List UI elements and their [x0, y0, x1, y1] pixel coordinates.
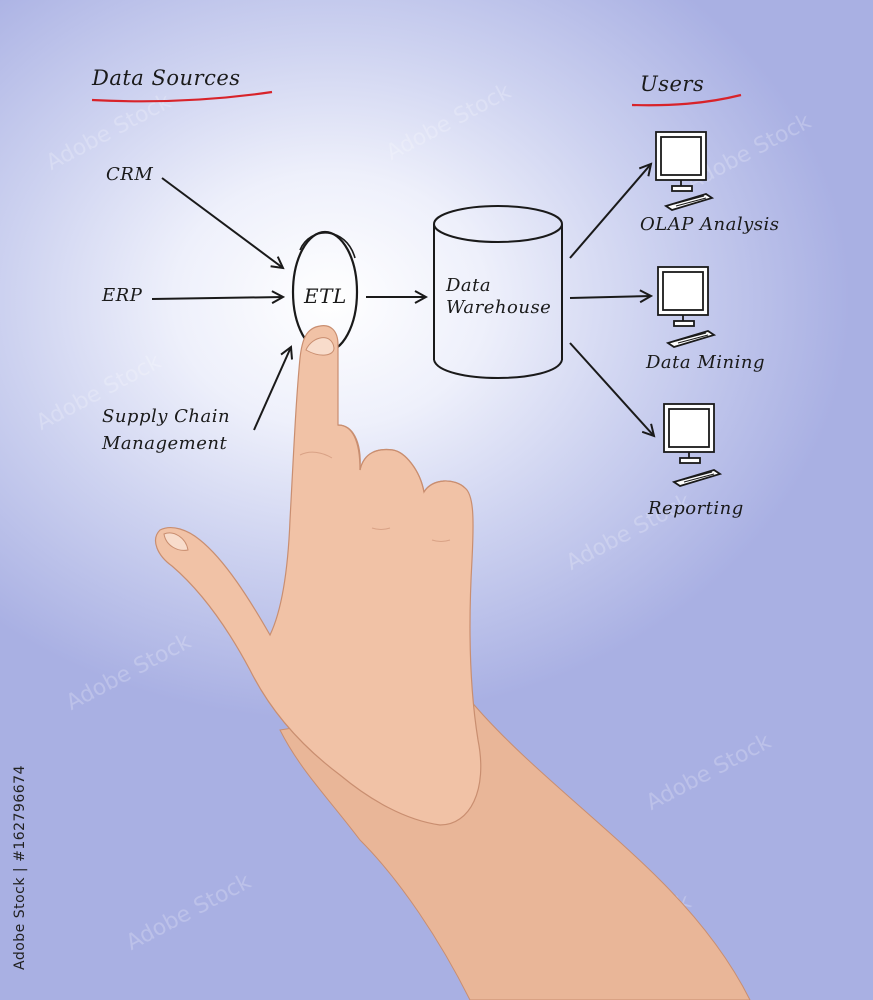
erp-arrow [151, 297, 283, 299]
users-heading: Users [640, 72, 705, 96]
erp-label: ERP [102, 285, 143, 306]
mining-arrow [569, 296, 651, 298]
crm-label: CRM [106, 164, 154, 185]
mining-computer-icon [657, 266, 717, 348]
pointing-hand [155, 325, 751, 1000]
olap-label: OLAP Analysis [640, 214, 780, 235]
sources-underline [91, 90, 273, 103]
users-underline [631, 93, 742, 107]
stock-id: Adobe Stock | #162796674 [12, 765, 28, 970]
olap-arrow [569, 164, 651, 259]
reporting-arrow [569, 342, 654, 436]
mining-label: Data Mining [646, 352, 766, 373]
data-sources-heading: Data Sources [92, 66, 241, 90]
crm-arrow [161, 177, 283, 268]
supply-chain-label: Supply Chain Management [102, 406, 231, 454]
olap-computer-icon [655, 131, 715, 211]
reporting-label: Reporting [648, 498, 744, 519]
reporting-computer-icon [663, 403, 723, 487]
supply-chain-arrow [253, 347, 291, 431]
warehouse-label: Data Warehouse [446, 275, 552, 318]
etl-label: ETL [304, 284, 347, 308]
warehouse-cylinder [433, 205, 563, 379]
